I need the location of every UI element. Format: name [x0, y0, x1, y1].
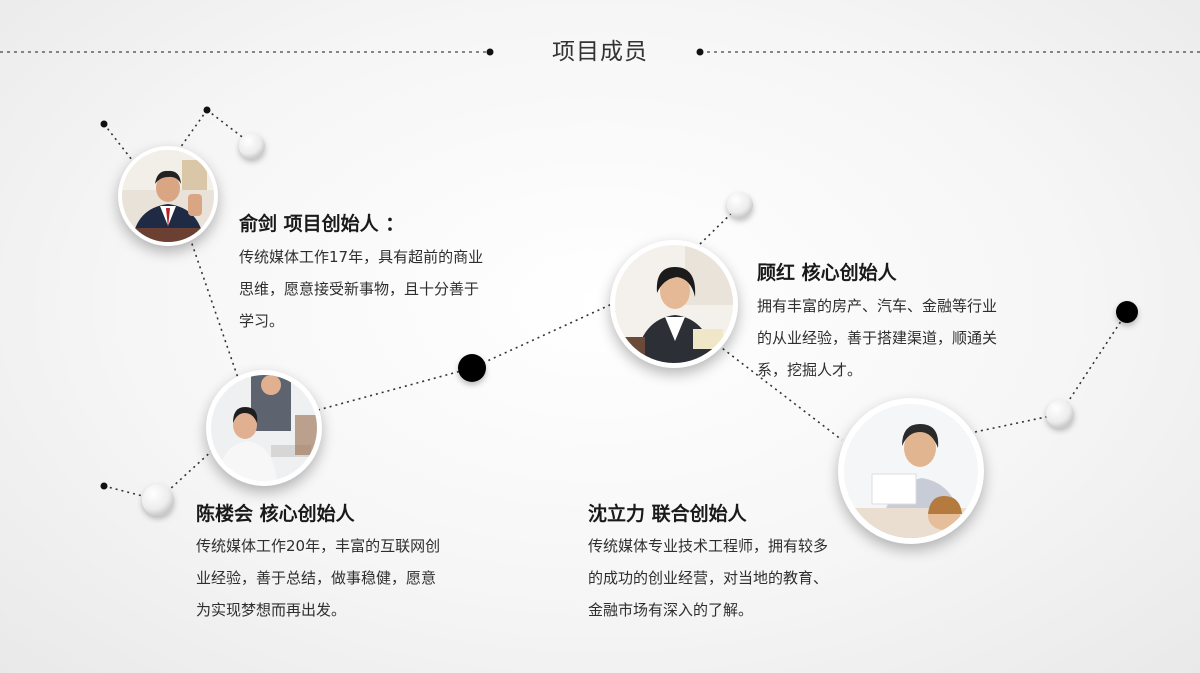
businesswoman-photo — [610, 240, 738, 368]
connector — [717, 344, 843, 441]
member-desc-guhong: 拥有丰富的房产、汽车、金融等行业 的从业经验，善于搭建渠道，顺通关 系，挖掘人才… — [757, 297, 998, 379]
header-dot-right — [696, 48, 704, 56]
node-ball — [239, 133, 265, 159]
connector — [179, 109, 208, 149]
member-desc-shenlili: 传统媒体专业技术工程师，拥有较多 的成功的创业经营，对当地的教育、 金融市场有深… — [588, 537, 829, 619]
office-worker-photo — [206, 370, 322, 486]
connector — [974, 413, 1061, 433]
member-desc-chenlouhui: 传统媒体工作20年，丰富的互联网创 业经验，善于总结，做事稳健，愿意 为实现梦想… — [196, 537, 441, 619]
member-name-chenlouhui: 陈楼会 核心创始人 — [196, 503, 355, 525]
engineer-photo — [838, 398, 984, 544]
businessman-icon — [122, 150, 214, 242]
member-name-yujian: 俞剑 项目创始人 ： — [239, 213, 405, 235]
connector — [103, 123, 133, 161]
node-dot — [203, 106, 211, 114]
page-title: 项目成员 — [552, 39, 648, 65]
node-dot — [100, 482, 108, 490]
node-ball — [727, 192, 753, 218]
node-ball — [1046, 400, 1074, 428]
connector — [317, 367, 473, 411]
businessman-photo — [118, 146, 218, 246]
header-dot-left — [486, 48, 494, 56]
node-dot-large — [1116, 301, 1138, 323]
member-desc-yujian: 传统媒体工作17年，具有超前的商业 思维，愿意接受新事物，且十分善于 学习。 — [239, 248, 484, 330]
connector — [471, 303, 613, 369]
connector — [189, 237, 239, 379]
node-ball — [142, 484, 174, 516]
node-dot-large — [458, 354, 486, 382]
connector — [1059, 311, 1128, 415]
businesswoman-icon — [615, 245, 733, 363]
member-name-guhong: 顾红 核心创始人 — [757, 262, 897, 284]
node-dot — [100, 120, 108, 128]
office-worker-icon — [211, 375, 317, 481]
member-name-shenlili: 沈立力 联合创始人 — [588, 503, 747, 525]
engineer-icon — [844, 404, 978, 538]
